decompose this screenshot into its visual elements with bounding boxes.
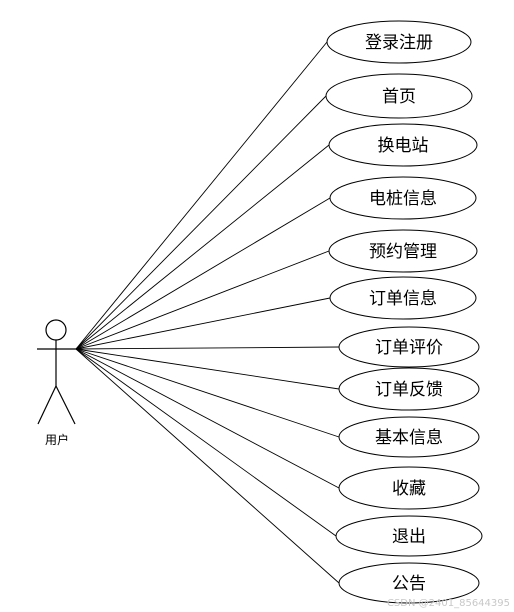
association-line (75, 348, 340, 390)
use-case-label: 公告 (392, 574, 426, 594)
use-case-ellipse (325, 73, 473, 119)
use-case-ellipse (338, 562, 480, 604)
use-case-label: 首页 (382, 87, 416, 107)
use-case: 首页 (325, 73, 473, 119)
use-case-label: 订单评价 (375, 338, 443, 358)
association-line (75, 144, 330, 350)
association-line (75, 297, 331, 350)
use-case-ellipse (329, 176, 477, 220)
actor-label: 用户 (45, 432, 69, 447)
actor-right-leg (55, 385, 76, 425)
use-case-ellipse (329, 276, 477, 320)
use-case-label: 电桩信息 (369, 189, 437, 209)
use-case-ellipse (338, 367, 480, 411)
use-case-ellipse (335, 515, 483, 557)
association-line (75, 41, 328, 350)
use-case-ellipse (338, 466, 480, 510)
use-case-label: 订单反馈 (375, 380, 443, 400)
use-case-ellipse (328, 229, 478, 273)
use-case-ellipse (338, 416, 480, 458)
use-case: 收藏 (338, 466, 480, 510)
use-case-label: 订单信息 (369, 289, 437, 309)
association-line (75, 348, 340, 584)
use-case-label: 收藏 (392, 479, 426, 499)
association-line (75, 250, 330, 350)
use-case-label: 登录注册 (365, 33, 433, 53)
use-case: 电桩信息 (329, 176, 477, 220)
watermark-text: CSDN @2401_85644395 (387, 598, 510, 609)
actor-head (45, 319, 67, 341)
use-case: 公告 (338, 562, 480, 604)
use-case: 订单信息 (329, 276, 477, 320)
association-line (75, 348, 340, 489)
use-case-label: 基本信息 (375, 428, 443, 448)
association-line (75, 348, 340, 438)
use-case: 退出 (335, 515, 483, 557)
use-case: 基本信息 (338, 416, 480, 458)
use-case: 订单反馈 (338, 367, 480, 411)
actor-user: 用户 (37, 319, 76, 447)
use-case-ellipse (338, 326, 480, 368)
use-case: 登录注册 (326, 20, 472, 64)
use-case: 换电站 (328, 123, 478, 167)
association-lines (75, 41, 340, 584)
use-case: 预约管理 (328, 229, 478, 273)
association-line (75, 95, 327, 350)
association-line (75, 197, 331, 350)
association-line (75, 346, 340, 350)
use-case-label: 退出 (392, 527, 426, 547)
use-case: 订单评价 (338, 326, 480, 368)
actor-left-leg (37, 385, 57, 425)
association-line (75, 348, 337, 537)
use-case-ellipse (328, 123, 478, 167)
use-case-label: 预约管理 (369, 242, 437, 262)
use-case-ellipse (326, 20, 472, 64)
use-case-label: 换电站 (378, 136, 429, 156)
